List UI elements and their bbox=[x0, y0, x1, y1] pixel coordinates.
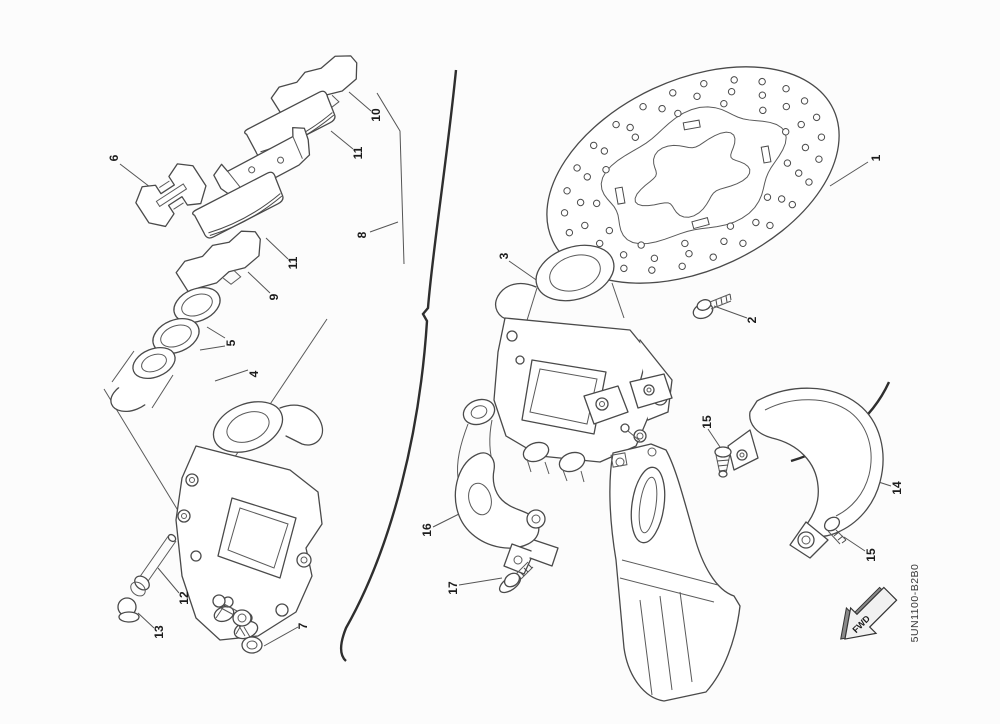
pin-cap bbox=[117, 597, 140, 623]
caliper-body-center bbox=[493, 244, 673, 483]
pad-pin bbox=[130, 533, 177, 597]
part-label-11b: 11 bbox=[286, 256, 300, 270]
part-label-17: 17 bbox=[446, 581, 460, 595]
part-label-11a: 11 bbox=[351, 146, 365, 160]
caliper-bracket bbox=[454, 398, 559, 575]
divider-left bbox=[339, 69, 458, 662]
part-label-12: 12 bbox=[177, 591, 191, 605]
disc-bolt bbox=[692, 293, 732, 320]
part-label-8: 8 bbox=[355, 231, 369, 239]
fork-leg bbox=[609, 443, 741, 702]
pad-backing-plate bbox=[175, 230, 261, 296]
disc-drill-holes bbox=[560, 76, 826, 274]
fwd-arrow-badge: FWD bbox=[840, 586, 898, 640]
part-label-6: 6 bbox=[107, 154, 121, 162]
caliper-piston bbox=[110, 346, 176, 413]
part-label-15a: 15 bbox=[700, 415, 714, 429]
disc-cover bbox=[727, 387, 884, 559]
brake-pad-b bbox=[192, 171, 284, 239]
cover-bolt-upper bbox=[714, 446, 732, 478]
drawing-code: 5UN1100-B2B0 bbox=[909, 563, 921, 643]
caliper-assembly-left bbox=[175, 401, 324, 641]
disc-slots bbox=[614, 119, 772, 230]
brake-disc bbox=[546, 66, 840, 284]
part-label-15b: 15 bbox=[864, 548, 878, 562]
cover-bolt-lower bbox=[823, 516, 847, 545]
part-label-16: 16 bbox=[420, 523, 434, 537]
part-label-2: 2 bbox=[745, 316, 759, 324]
part-label-13: 13 bbox=[152, 625, 166, 639]
bracket-bolt bbox=[498, 561, 534, 594]
part-label-10: 10 bbox=[369, 108, 383, 122]
part-label-1: 1 bbox=[869, 154, 883, 162]
part-label-4: 4 bbox=[247, 370, 261, 378]
part-label-5: 5 bbox=[224, 339, 238, 347]
part-label-3: 3 bbox=[497, 252, 511, 260]
fork-mount-blocks bbox=[583, 373, 673, 442]
pad-retainer-clip bbox=[135, 163, 207, 228]
part-label-9: 9 bbox=[267, 293, 281, 301]
part-label-7: 7 bbox=[296, 622, 310, 630]
piston-seals bbox=[152, 287, 221, 354]
brake-pad-stack bbox=[175, 55, 358, 296]
bleeder-screw bbox=[212, 594, 263, 654]
part-label-14: 14 bbox=[890, 481, 904, 495]
